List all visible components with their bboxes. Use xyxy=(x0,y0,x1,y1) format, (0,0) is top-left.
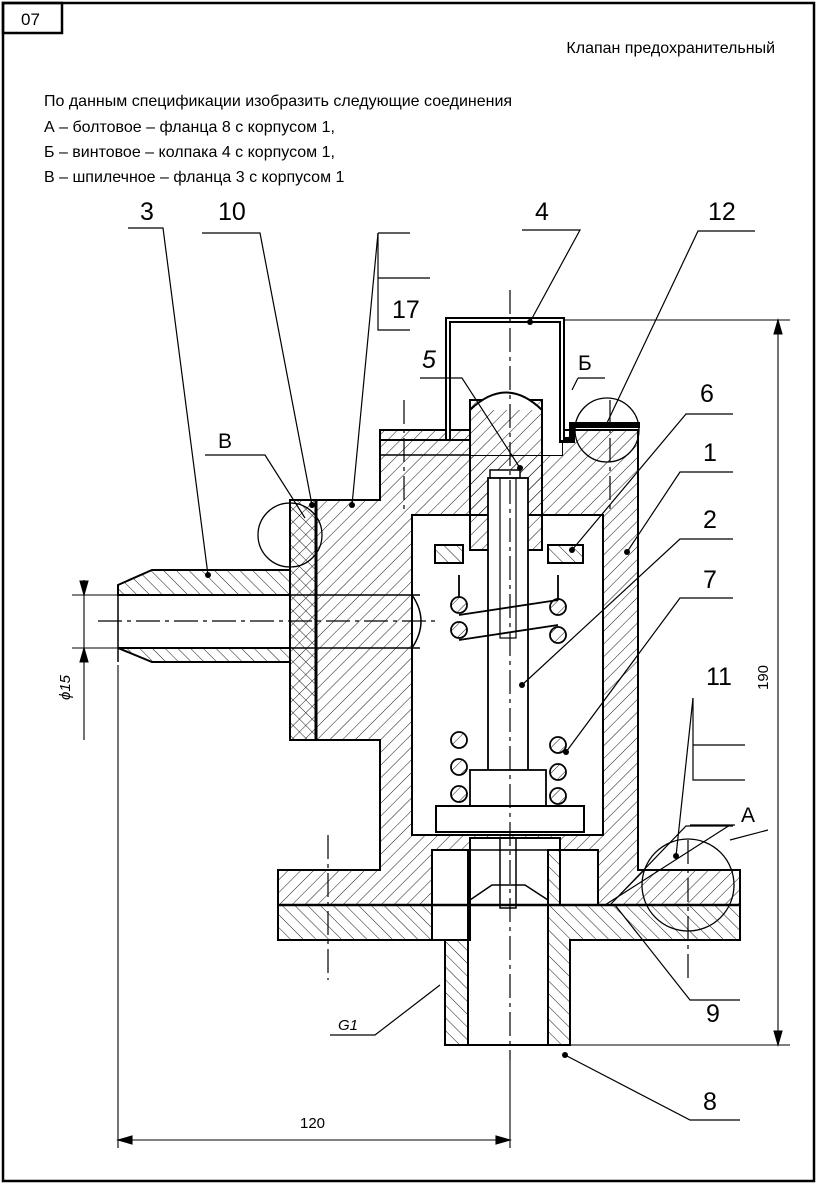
cap-4 xyxy=(380,317,640,456)
label-part-4: 4 xyxy=(535,198,549,226)
center-lines xyxy=(98,290,689,1060)
label-part-2: 2 xyxy=(703,506,717,534)
label-part-1: 1 xyxy=(703,439,717,467)
spring-seat-6 xyxy=(434,544,584,564)
dim-height: 190 xyxy=(755,665,772,690)
label-part-8: 8 xyxy=(703,1088,717,1116)
label-part-11: 11 xyxy=(706,663,732,691)
task-intro: По данным спецификации изобразить следую… xyxy=(44,93,512,110)
label-joint-a: А xyxy=(741,804,755,827)
joint-circles xyxy=(257,397,735,932)
drawing-title: Клапан предохранительный xyxy=(566,40,775,57)
label-part-12: 12 xyxy=(708,198,736,226)
label-joint-b: Б xyxy=(578,352,592,375)
dim-diameter: ϕ15 xyxy=(57,674,74,700)
spring-7 xyxy=(450,575,567,805)
label-part-9: 9 xyxy=(706,1000,720,1028)
label-part-6: 6 xyxy=(700,380,714,408)
sheet-number: 07 xyxy=(21,10,40,29)
bottom-flange-8 xyxy=(277,849,741,1046)
dim-width: 120 xyxy=(300,1115,325,1132)
dim-thread: G1 xyxy=(338,1017,358,1034)
task-item-a: А – болтовое – фланца 8 с корпусом 1, xyxy=(44,119,335,136)
task-item-v: В – шпилечное – фланца 3 с корпусом 1 xyxy=(44,169,345,186)
label-part-7: 7 xyxy=(703,566,717,594)
dimension-lines xyxy=(72,317,790,1148)
label-part-3: 3 xyxy=(140,198,154,226)
leader-dots xyxy=(205,319,679,1058)
label-part-17: 17 xyxy=(392,296,420,324)
task-item-b: Б – винтовое – колпака 4 с корпусом 1, xyxy=(44,144,335,161)
label-joint-v: В xyxy=(218,430,232,453)
leader-lines xyxy=(128,227,769,1121)
inlet-nozzle xyxy=(117,569,422,663)
label-part-5: 5 xyxy=(422,346,436,374)
sheet-number-box xyxy=(1,1,64,35)
label-part-10: 10 xyxy=(218,198,246,226)
side-flange-3 xyxy=(289,499,318,741)
